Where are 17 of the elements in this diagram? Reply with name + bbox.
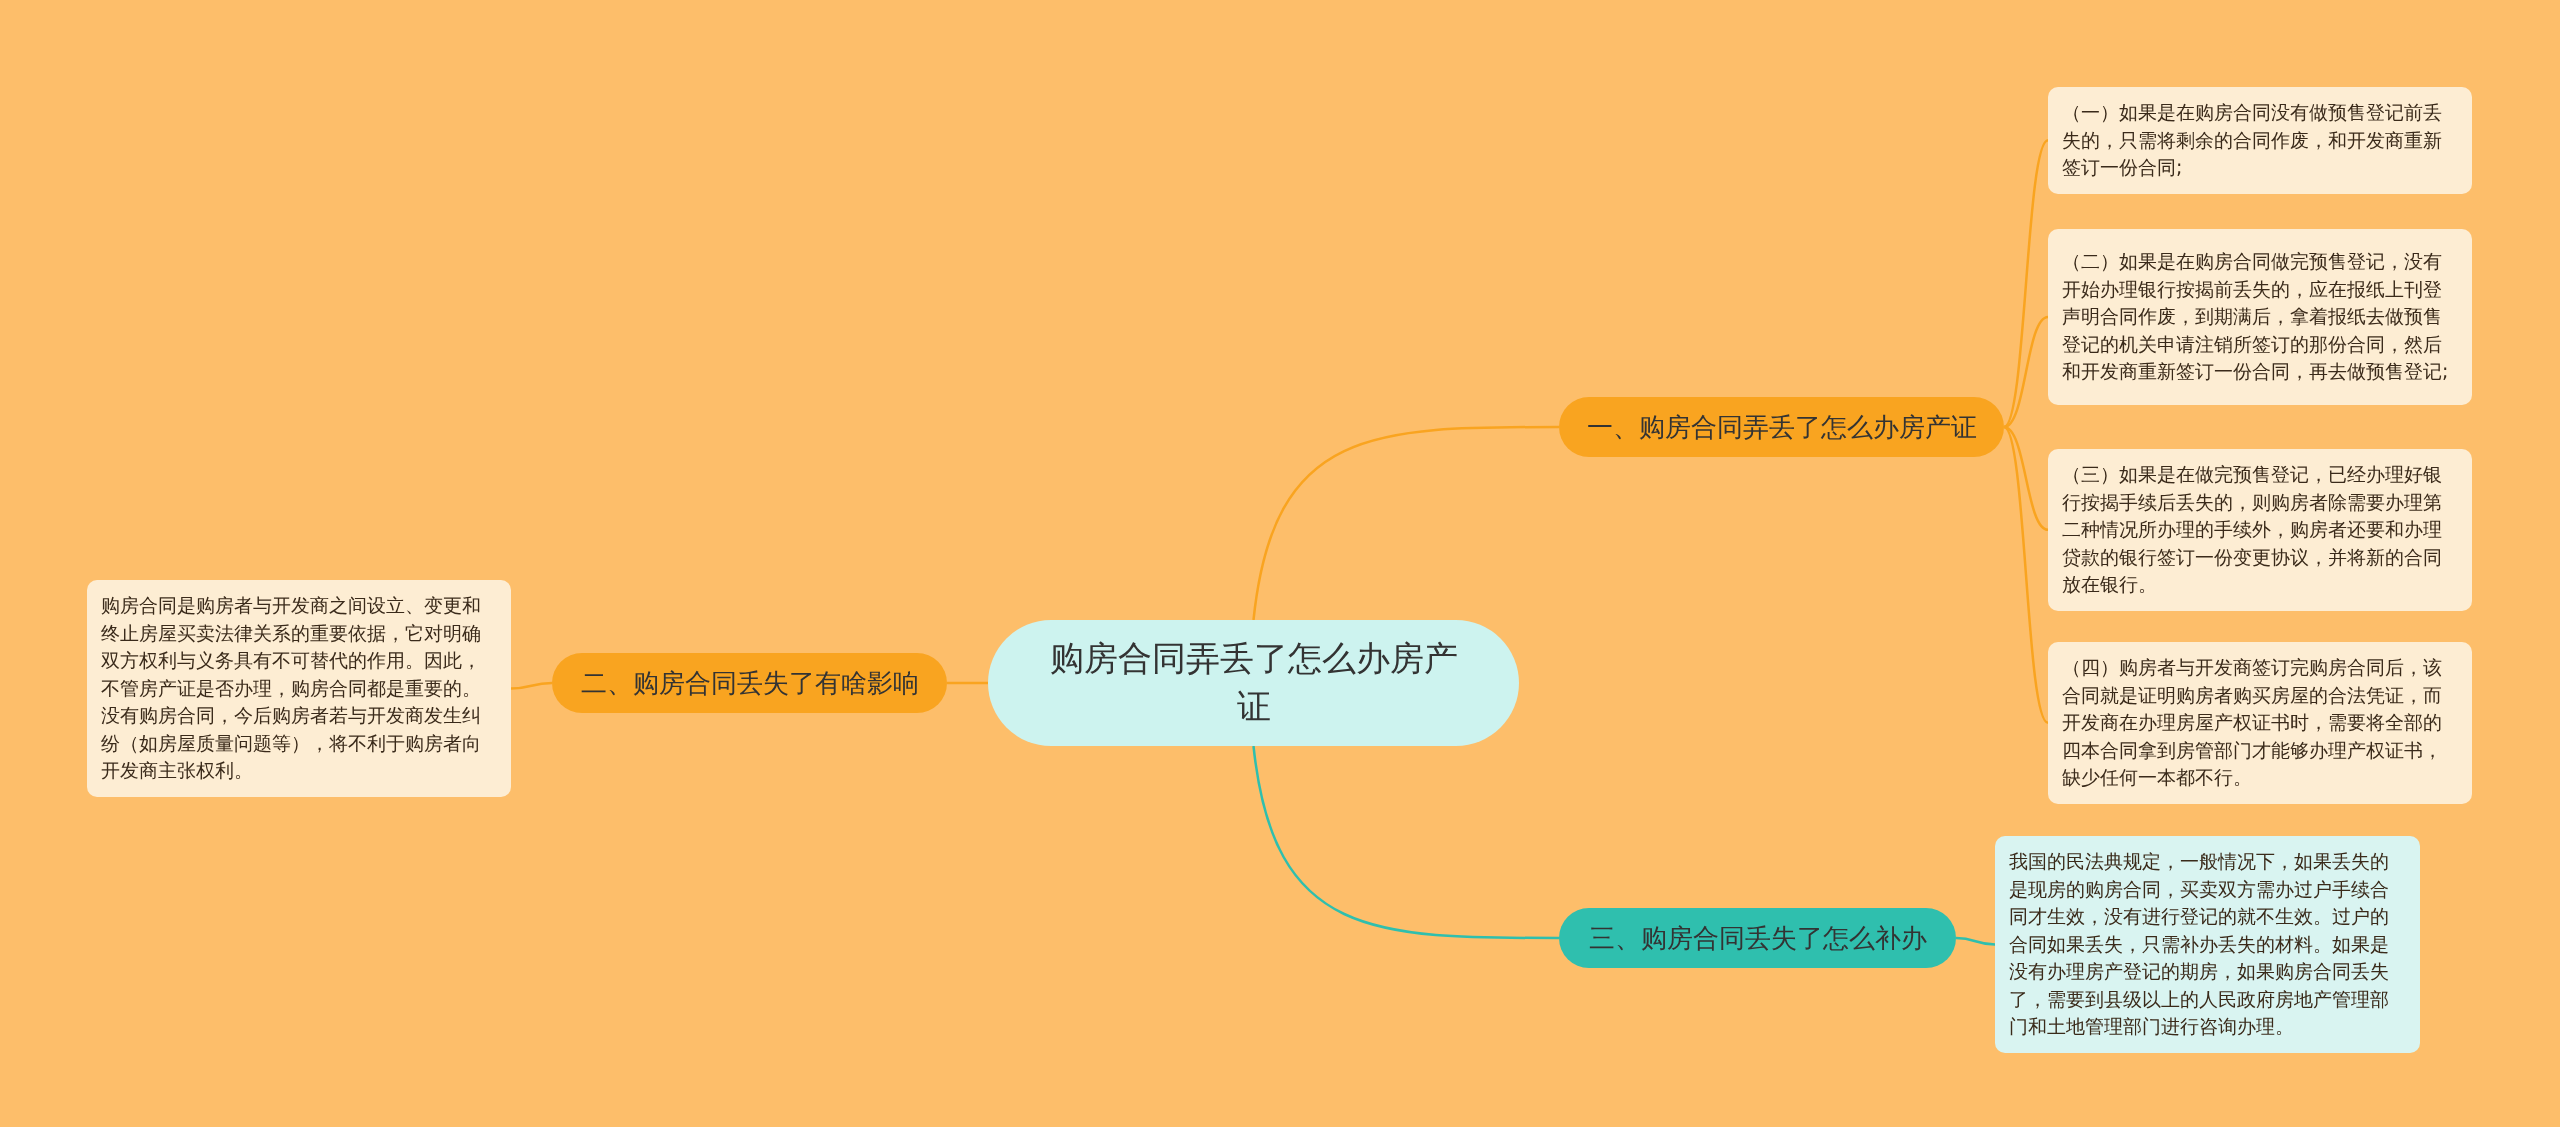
connector-line: [1252, 745, 1559, 940]
detail-note: 我国的民法典规定，一般情况下，如果丢失的是现房的购房合同，买卖双方需办过户手续合同才生效，没有进行登记的就不生效。过户的合同如果丢失，只需补办丢失的材料。如果是没有办理房产登记的期房，如果购房合同丢失了，需要到县级以上的人民政府房地产管理部门和土地管理部门进行咨询办理。: [1995, 836, 2420, 1053]
branch-topic: 一、购房合同弄丢了怎么办房产证: [1559, 397, 2004, 457]
branch-topic: 二、购房合同丢失了有啥影响: [552, 653, 947, 713]
detail-note: （一）如果是在购房合同没有做预售登记前丢失的，只需将剩余的合同作废，和开发商重新签订一份合同;: [2048, 87, 2472, 194]
branch-topic: 三、购房合同丢失了怎么补办: [1559, 908, 1956, 968]
connector-line: [947, 681, 988, 685]
connector-line: [510, 681, 553, 690]
central-topic: 购房合同弄丢了怎么办房产证: [988, 620, 1519, 746]
connector-line: [2003, 139, 2049, 428]
detail-note: （三）如果是在做完预售登记，已经办理好银行按揭手续后丢失的，则购房者除需要办理第二种情况所办理的手续外，购房者还要和办理贷款的银行签订一份变更协议，并将新的合同放在银行。: [2048, 449, 2472, 611]
connector-line: [1955, 936, 1996, 946]
connector-line: [1252, 425, 1559, 621]
detail-note: 购房合同是购房者与开发商之间设立、变更和终止房屋买卖法律关系的重要依据，它对明确双方权利与义务具有不可替代的作用。因此，不管房产证是否办理，购房合同都是重要的。没有购房合同，今后购房者若与开发商发生纠纷（如房屋质量问题等），将不利于购房者向开发商主张权利。: [87, 580, 511, 797]
connector-line: [2003, 426, 2049, 724]
detail-note: （二）如果是在购房合同做完预售登记，没有开始办理银行按揭前丢失的，应在报纸上刊登声明合同作废，到期满后，拿着报纸去做预售登记的机关申请注销所签订的那份合同，然后和开发商重新签订一份合同，再去做预售登记;: [2048, 229, 2472, 405]
detail-note: （四）购房者与开发商签订完购房合同后，该合同就是证明购房者购买房屋的合法凭证，而开发商在办理房屋产权证书时，需要将全部的四本合同拿到房管部门才能够办理产权证书，缺少任何一本都不行。: [2048, 642, 2472, 804]
